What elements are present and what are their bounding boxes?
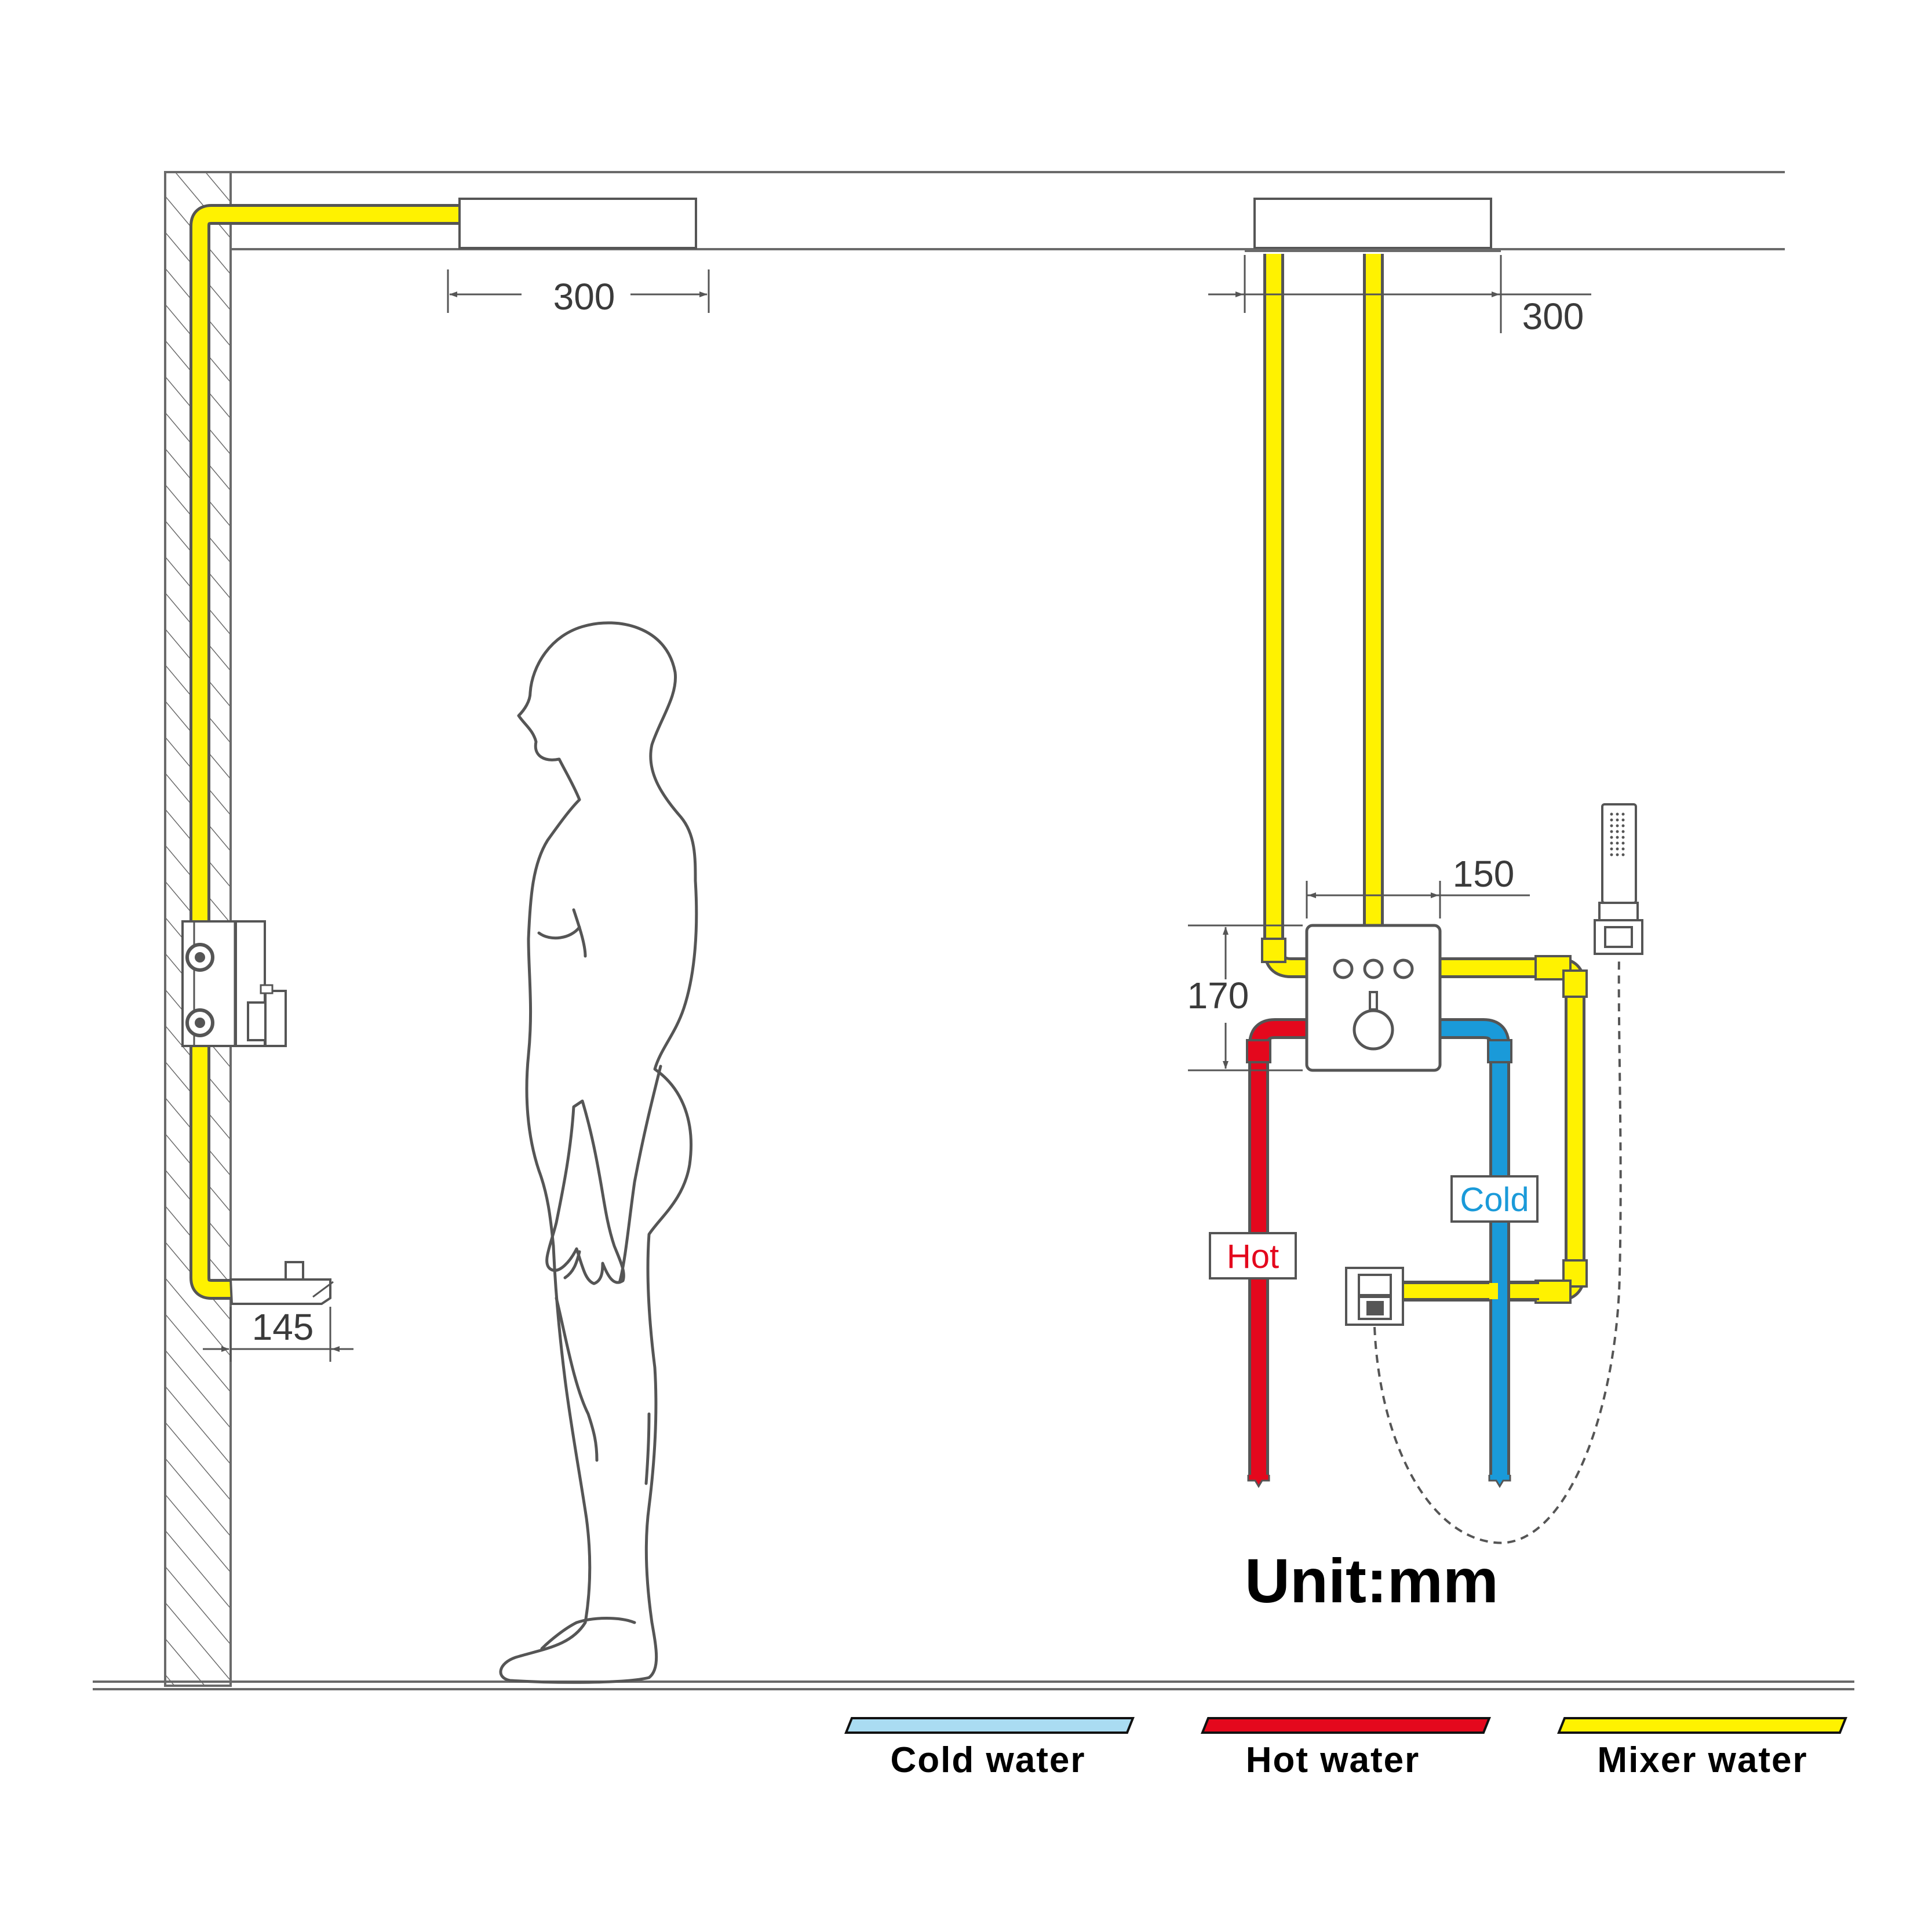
legend: Cold water Hot water Mixer water	[844, 1717, 1847, 1780]
hot-tag: Hot	[1209, 1232, 1297, 1280]
right-ceiling-shower-head	[1245, 198, 1501, 252]
dim-right-head: 300	[1208, 255, 1591, 337]
legend-label-hot: Hot water	[1246, 1740, 1420, 1780]
floor	[93, 1681, 1854, 1690]
right-mixer-pipes	[1261, 254, 1588, 1304]
left-wall-valve-box	[181, 920, 287, 1047]
legend-swatch-cold	[844, 1717, 1135, 1734]
dim-valve-height: 170	[1187, 924, 1303, 1071]
mixer-crossing	[1402, 1282, 1539, 1300]
dim-valve-width: 150	[1306, 853, 1530, 918]
hot-pipe	[1246, 1018, 1307, 1488]
hot-tag-label: Hot	[1227, 1238, 1279, 1275]
dim-right-head-label: 300	[1522, 296, 1584, 337]
temperature-knob-icon	[1353, 1009, 1394, 1051]
legend-label-cold: Cold water	[891, 1740, 1086, 1780]
left-ceiling-shower-head	[458, 198, 697, 249]
dim-valve-height-label: 170	[1187, 975, 1249, 1016]
cold-tag-label: Cold	[1460, 1181, 1529, 1219]
thermostatic-valve-panel	[1305, 924, 1442, 1072]
dim-spout-label: 145	[252, 1306, 314, 1348]
unit-label: Unit:mm	[1245, 1545, 1499, 1616]
wall-outlet-elbow	[1345, 1267, 1404, 1326]
legend-item-cold-water: Cold water	[844, 1717, 1135, 1780]
legend-item-hot-water: Hot water	[1201, 1717, 1491, 1780]
dim-left-head-label: 300	[553, 276, 615, 318]
cold-tag: Cold	[1450, 1175, 1539, 1223]
legend-swatch-mixer	[1557, 1717, 1847, 1734]
left-spout	[229, 1261, 334, 1305]
cold-pipe	[1440, 1018, 1512, 1488]
hose-dashed	[1373, 956, 1622, 1544]
legend-label-mixer: Mixer water	[1597, 1740, 1807, 1780]
hand-shower	[1594, 803, 1643, 955]
dim-left-head: 300	[447, 269, 710, 318]
dim-spout: 145	[203, 1306, 353, 1362]
legend-item-mixer-water: Mixer water	[1557, 1717, 1847, 1780]
person-silhouette	[499, 621, 698, 1684]
dim-valve-width-label: 150	[1453, 853, 1515, 895]
function-button-icon	[1333, 958, 1354, 979]
function-button-icon	[1393, 958, 1414, 979]
left-mixer-pipe	[189, 204, 464, 1300]
function-button-icon	[1363, 958, 1384, 979]
legend-swatch-hot	[1201, 1717, 1491, 1734]
